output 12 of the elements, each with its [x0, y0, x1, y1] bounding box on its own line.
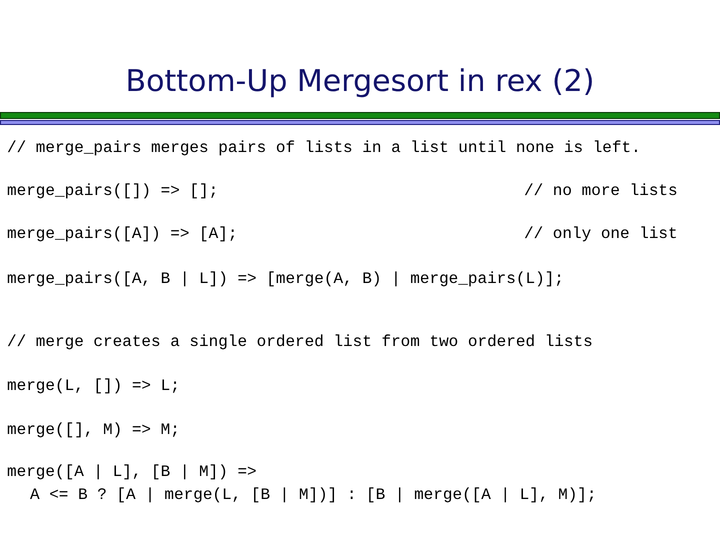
slide-title: Bottom-Up Mergesort in rex (2): [124, 63, 596, 101]
code-line: merge_pairs([A]) => [A];: [7, 224, 238, 244]
code-line: A <= B ? [A | merge(L, [B | M])] : [B | merge([A | L], M)];: [30, 485, 596, 505]
code-comment: // merge_pairs merges pairs of lists in a list until none is left.: [7, 138, 641, 158]
code-comment: // no more lists: [524, 181, 678, 201]
code-line: merge(L, []) => L;: [7, 376, 180, 396]
code-comment: // merge creates a single ordered list from two ordered lists: [7, 332, 593, 352]
code-line: merge([A | L], [B | M]) =>: [7, 462, 257, 482]
code-line: merge_pairs([A, B | L]) => [merge(A, B) | merge_pairs(L)];: [7, 269, 564, 289]
code-comment: // only one list: [524, 224, 678, 244]
code-line: merge_pairs([]) => [];: [7, 181, 218, 201]
code-line: merge([], M) => M;: [7, 420, 180, 440]
